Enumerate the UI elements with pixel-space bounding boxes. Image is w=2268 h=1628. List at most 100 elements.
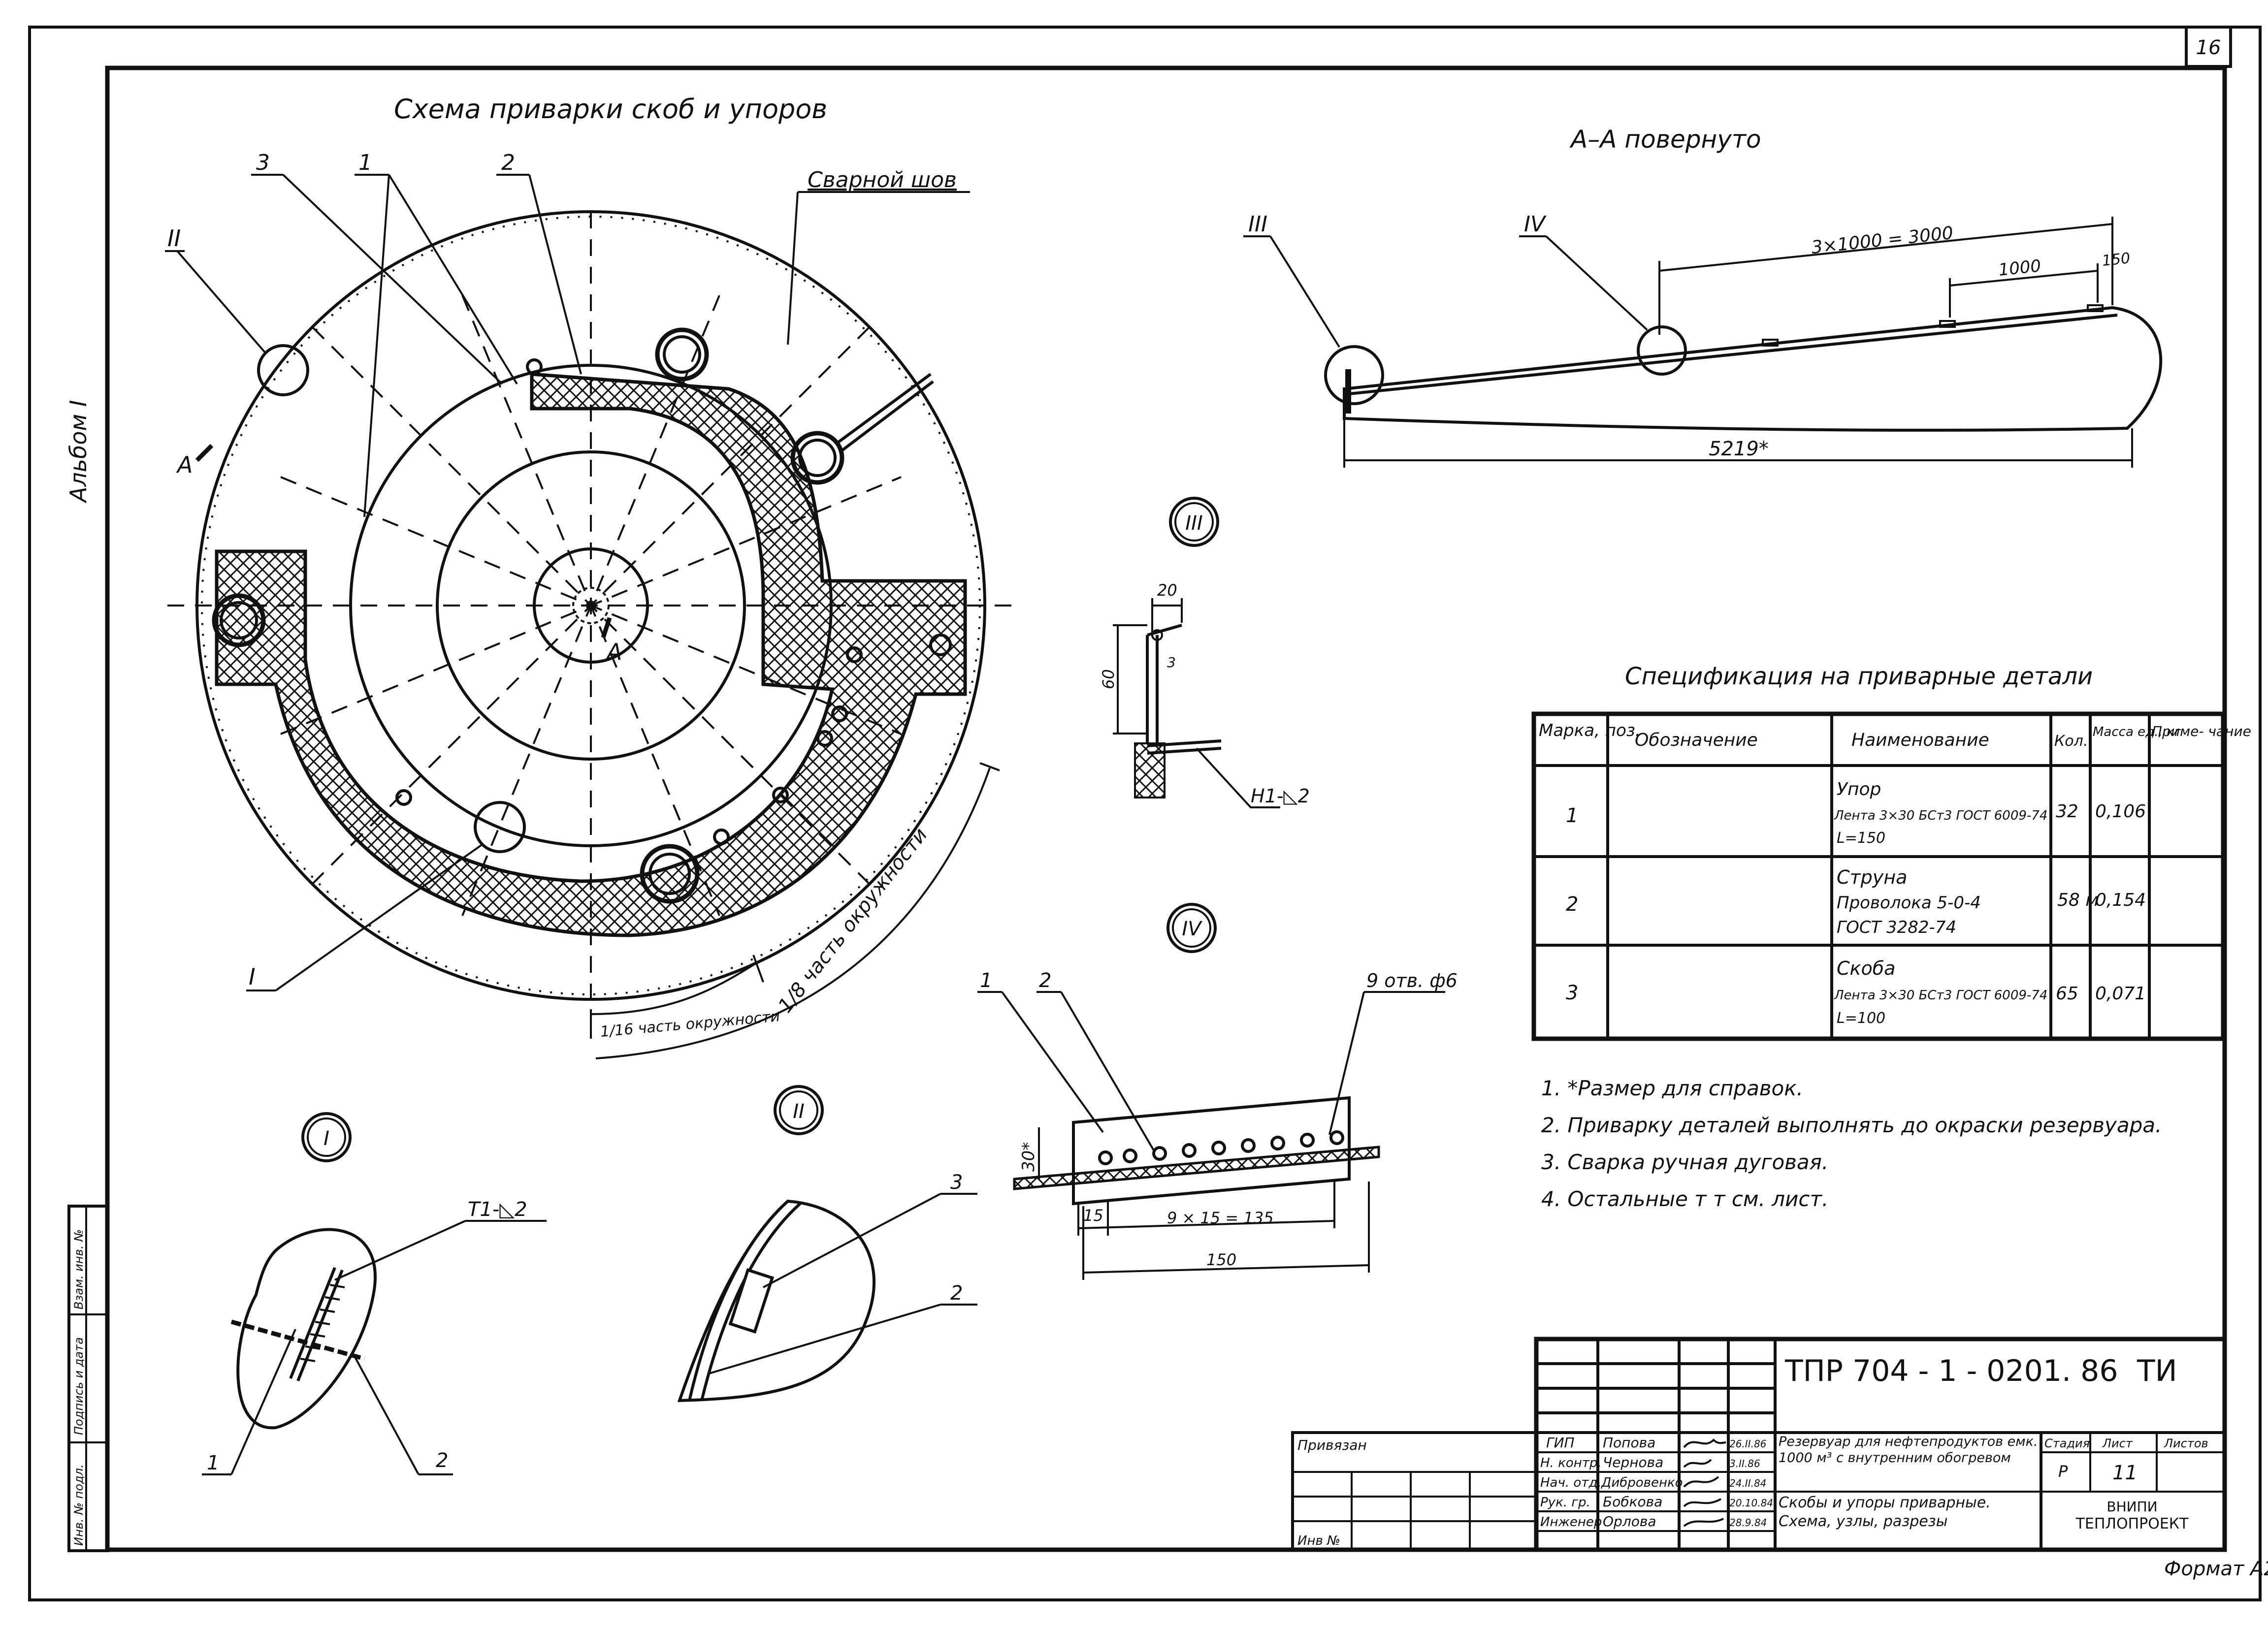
node-II-detail: II 3 2 (677, 1085, 977, 1403)
shell-wall (1345, 369, 1351, 414)
dim-length: 5219* (1709, 438, 1769, 460)
node-II-label: II (167, 225, 181, 252)
tb-date-2: 24.II.84 (1729, 1477, 1766, 1489)
tb-org-0: ВНИПИ (2106, 1499, 2157, 1515)
node-IV-leader-1: 1 (980, 969, 992, 992)
node-IV-ref: IV (1524, 212, 1547, 237)
spec-r2-pos: 2 (1566, 893, 1578, 916)
note-4: 4. Остальные т т см. лист. (1541, 1187, 1828, 1211)
spec-r1-pos: 1 (1566, 804, 1578, 827)
tb-name-0: Попова (1603, 1435, 1655, 1451)
tb-stage-h: Стадия (2044, 1436, 2090, 1450)
node-I-label: I (324, 1127, 329, 1150)
node-III-dim-h: 60 (1099, 669, 1118, 689)
tb-role-3: Рук. гр. (1540, 1495, 1590, 1510)
outer-border (28, 26, 2262, 1601)
node-IV-dim-first: 15 (1083, 1206, 1103, 1225)
sump-marker (929, 634, 952, 656)
spec-h-mass: Масса ед., кг (2093, 725, 2181, 739)
spec-r1-qty: 32 (2056, 801, 2078, 822)
node-II-label: II (793, 1100, 805, 1123)
node-III-ref: III (1248, 212, 1267, 237)
leader-2: 2 (501, 150, 515, 175)
spec-r3-name-0: Скоба (1837, 958, 1895, 979)
tb-org-1: ТЕПЛОПРОЕКТ (2075, 1515, 2189, 1532)
tb-name-2: Дибровенко (1601, 1475, 1683, 1490)
spec-h-note: Приме- чание (2152, 723, 2251, 739)
dim-end: 150 (2101, 250, 2131, 270)
spec-r3-name-2: L=100 (1837, 1010, 1885, 1027)
spec-r2-name-2: ГОСТ 3282-74 (1837, 918, 1956, 937)
stamp-col-sign: Подпись и дата (72, 1337, 86, 1435)
spec-r2-mass: 0,154 (2095, 890, 2146, 910)
spec-r3-mass: 0,071 (2095, 984, 2146, 1004)
ring-2 (436, 450, 746, 761)
node-I-detail: I Т1-◺2 1 2 (202, 1112, 547, 1475)
spec-h-pos: Марка, поз. (1539, 721, 1641, 740)
spec-title: Спецификация на приварные детали (1625, 663, 2093, 690)
node-IV-leader-2: 2 (1039, 969, 1051, 992)
node-II-leader-3: 3 (950, 1171, 963, 1194)
plan-title: Схема приварки скоб и упоров (394, 94, 827, 125)
spec-row-2: 2 Струна Проволока 5-0-4 ГОСТ 3282-74 58… (1566, 866, 2146, 937)
crosshatched-heater-zone (215, 372, 967, 937)
tb-name-4: Орлова (1603, 1513, 1656, 1530)
album-label: Альбом I (65, 400, 92, 504)
spec-r3-pos: 3 (1566, 982, 1578, 1004)
node-II-marker (257, 344, 309, 396)
tb-privyazan: Привязан (1297, 1437, 1367, 1453)
spec-r1-name-2: L=150 (1837, 830, 1885, 847)
stop-3 (2087, 304, 2104, 312)
tb-role-1: Н. контр. (1540, 1456, 1602, 1470)
node-I-leader-1: 1 (207, 1452, 219, 1474)
dim-total: 3×1000 = 3000 (1811, 223, 1954, 258)
tb-role-0: ГИП (1546, 1435, 1575, 1451)
tb-role-4: Инженер (1540, 1515, 1602, 1530)
section-A-center: А (605, 638, 622, 665)
node-IV-holes-label: 9 отв. ф6 (1366, 970, 1458, 991)
node-I-label: I (249, 963, 256, 990)
node-IV-dim-step: 9 × 15 = 135 (1167, 1209, 1273, 1227)
format-label: Формат А2 (2164, 1558, 2268, 1580)
tb-object: Резервуар для нефтепродуктов емк. 1000 м… (1779, 1434, 2038, 1466)
node-III-dim-s: 3 (1167, 654, 1176, 670)
tb-drawing-box: Скобы и упоры приварные. Схема, узлы, ра… (1779, 1494, 1991, 1530)
node-III-label: III (1185, 512, 1202, 535)
leader-3: 3 (256, 150, 270, 175)
spec-r3-name-1: Лента 3×30 БСт3 ГОСТ 6009-74 (1834, 988, 2047, 1003)
spec-row-1: 1 Упор Лента 3×30 БСт3 ГОСТ 6009-74 L=15… (1566, 779, 2146, 847)
note-2: 2. Приварку деталей выполнять до окраски… (1541, 1113, 2162, 1137)
node-IV-label: IV (1182, 918, 1202, 940)
tb-signatures (1683, 1438, 1726, 1527)
notes: 1. *Размер для справок. 2. Приварку дета… (1541, 1076, 2162, 1211)
tb-name-1: Чернова (1603, 1454, 1663, 1470)
tb-code: ТПР 704 - 1 - 0201. 86 (1784, 1354, 2118, 1388)
margin-stamp: Инв. № подл. Подпись и дата Взам. инв. № (67, 1205, 109, 1552)
node-II-leader-2: 2 (950, 1282, 963, 1305)
spec-r2-qty: 58 м (2057, 890, 2099, 910)
tb-date-0: 26.II.86 (1729, 1438, 1766, 1450)
tb-date-4: 28.9.84 (1729, 1517, 1767, 1529)
note-1: 1. *Размер для справок. (1541, 1076, 1803, 1100)
spec-h-desig: Обозначение (1635, 730, 1758, 750)
tb-sheets-h: Листов (2164, 1436, 2208, 1450)
stop-2 (1939, 320, 1956, 328)
spec-r2-name-1: Проволока 5-0-4 (1837, 893, 1981, 913)
node-III-marker (1324, 345, 1384, 405)
nozzles (212, 327, 934, 904)
section-bottom-profile (1343, 306, 2163, 432)
plan-view: Схема приварки скоб и упоров (165, 94, 1014, 1059)
note-3: 3. Сварка ручная дуговая. (1541, 1150, 1828, 1174)
spec-r2-name-0: Струна (1837, 866, 1907, 888)
node-IV-holes (1098, 1130, 1344, 1165)
node-IV-dim-h: 30* (1019, 1142, 1038, 1172)
spec-r1-mass: 0,106 (2095, 801, 2146, 822)
spec-r1-name-1: Лента 3×30 БСт3 ГОСТ 6009-74 (1834, 808, 2047, 823)
section-A-left: А (176, 451, 193, 478)
node-IV-dim-total: 150 (1206, 1250, 1236, 1269)
spec-h-qty: Кол. (2054, 733, 2088, 750)
tb-doc-type: ТИ (2137, 1354, 2177, 1388)
tb-name-3: Бобкова (1603, 1494, 1662, 1510)
node-I-weld: Т1-◺2 (468, 1198, 527, 1221)
